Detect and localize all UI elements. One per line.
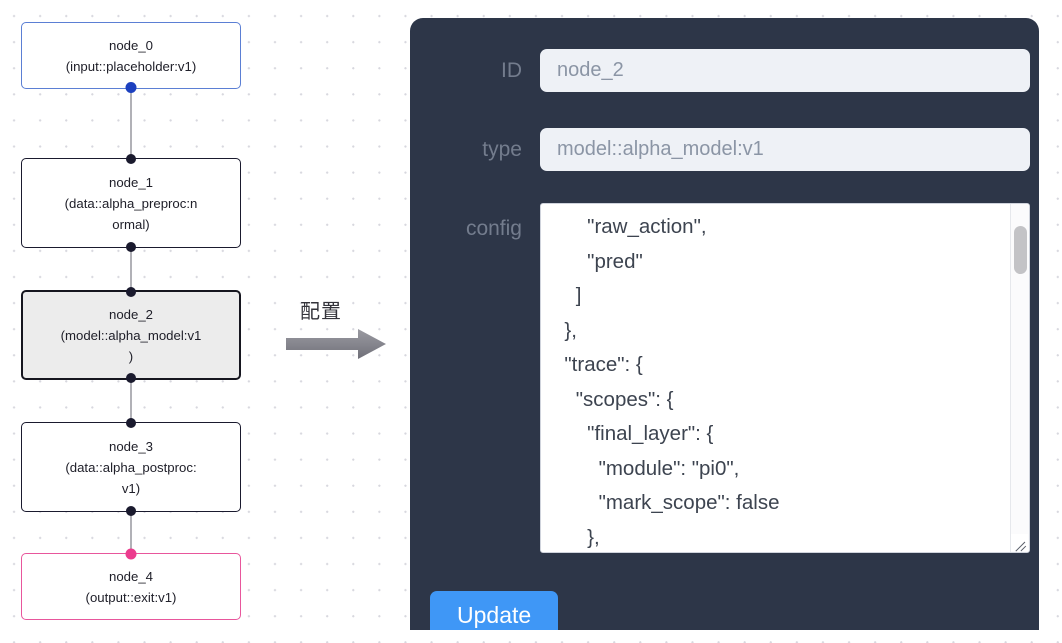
node-port-input[interactable]: [126, 418, 136, 428]
config-field-label: config: [465, 217, 522, 240]
node-label: node_1 (data::alpha_preproc:n ormal): [64, 174, 198, 232]
edge-node1-node2: [130, 247, 132, 291]
transition-arrow-group: 配置: [286, 295, 396, 365]
graph-node-node_4[interactable]: node_4 (output::exit:v1): [21, 548, 241, 620]
node-port-input[interactable]: [125, 548, 137, 560]
config-textarea[interactable]: [541, 204, 1011, 552]
edge-node3-node4: [130, 512, 132, 552]
node-port-output[interactable]: [126, 506, 136, 516]
config-field-row: config: [430, 203, 1030, 553]
id-input[interactable]: [540, 49, 1030, 92]
update-button[interactable]: Update: [430, 591, 559, 630]
config-resize-handle[interactable]: [1011, 534, 1028, 551]
flow-graph[interactable]: node_0 (input::placeholder:v1) node_1 (d…: [0, 0, 280, 643]
graph-node-node_2[interactable]: node_2 (model::alpha_model:v1 ): [21, 287, 241, 383]
type-field-row: type: [430, 128, 1030, 171]
arrow-icon: [286, 329, 386, 359]
node-port-output[interactable]: [126, 373, 136, 383]
node-port-output[interactable]: [125, 82, 137, 93]
id-field-label: ID: [501, 58, 522, 82]
config-textarea-wrapper[interactable]: [540, 203, 1030, 553]
node-port-input[interactable]: [126, 287, 136, 297]
type-field-label: type: [482, 137, 522, 161]
node-label: node_0 (input::placeholder:v1): [65, 37, 197, 74]
node-label: node_3 (data::alpha_postproc: v1): [65, 438, 197, 496]
id-field-row: ID: [430, 49, 1030, 92]
graph-node-node_3[interactable]: node_3 (data::alpha_postproc: v1): [21, 418, 241, 516]
edge-node0-node1: [130, 88, 132, 158]
node-port-input[interactable]: [126, 154, 136, 164]
node-label: node_2 (model::alpha_model:v1 ): [60, 306, 202, 364]
node-label: node_4 (output::exit:v1): [85, 568, 177, 605]
config-scrollbar[interactable]: [1010, 204, 1029, 552]
type-input[interactable]: [540, 128, 1030, 171]
graph-node-node_1[interactable]: node_1 (data::alpha_preproc:n ormal): [21, 154, 241, 252]
edge-node2-node3: [130, 375, 132, 419]
config-scrollbar-thumb[interactable]: [1014, 226, 1027, 274]
graph-node-node_0[interactable]: node_0 (input::placeholder:v1): [21, 22, 241, 93]
node-config-panel: ID type config Update: [410, 18, 1039, 630]
arrow-label: 配置: [300, 299, 342, 323]
node-port-output[interactable]: [126, 242, 136, 252]
